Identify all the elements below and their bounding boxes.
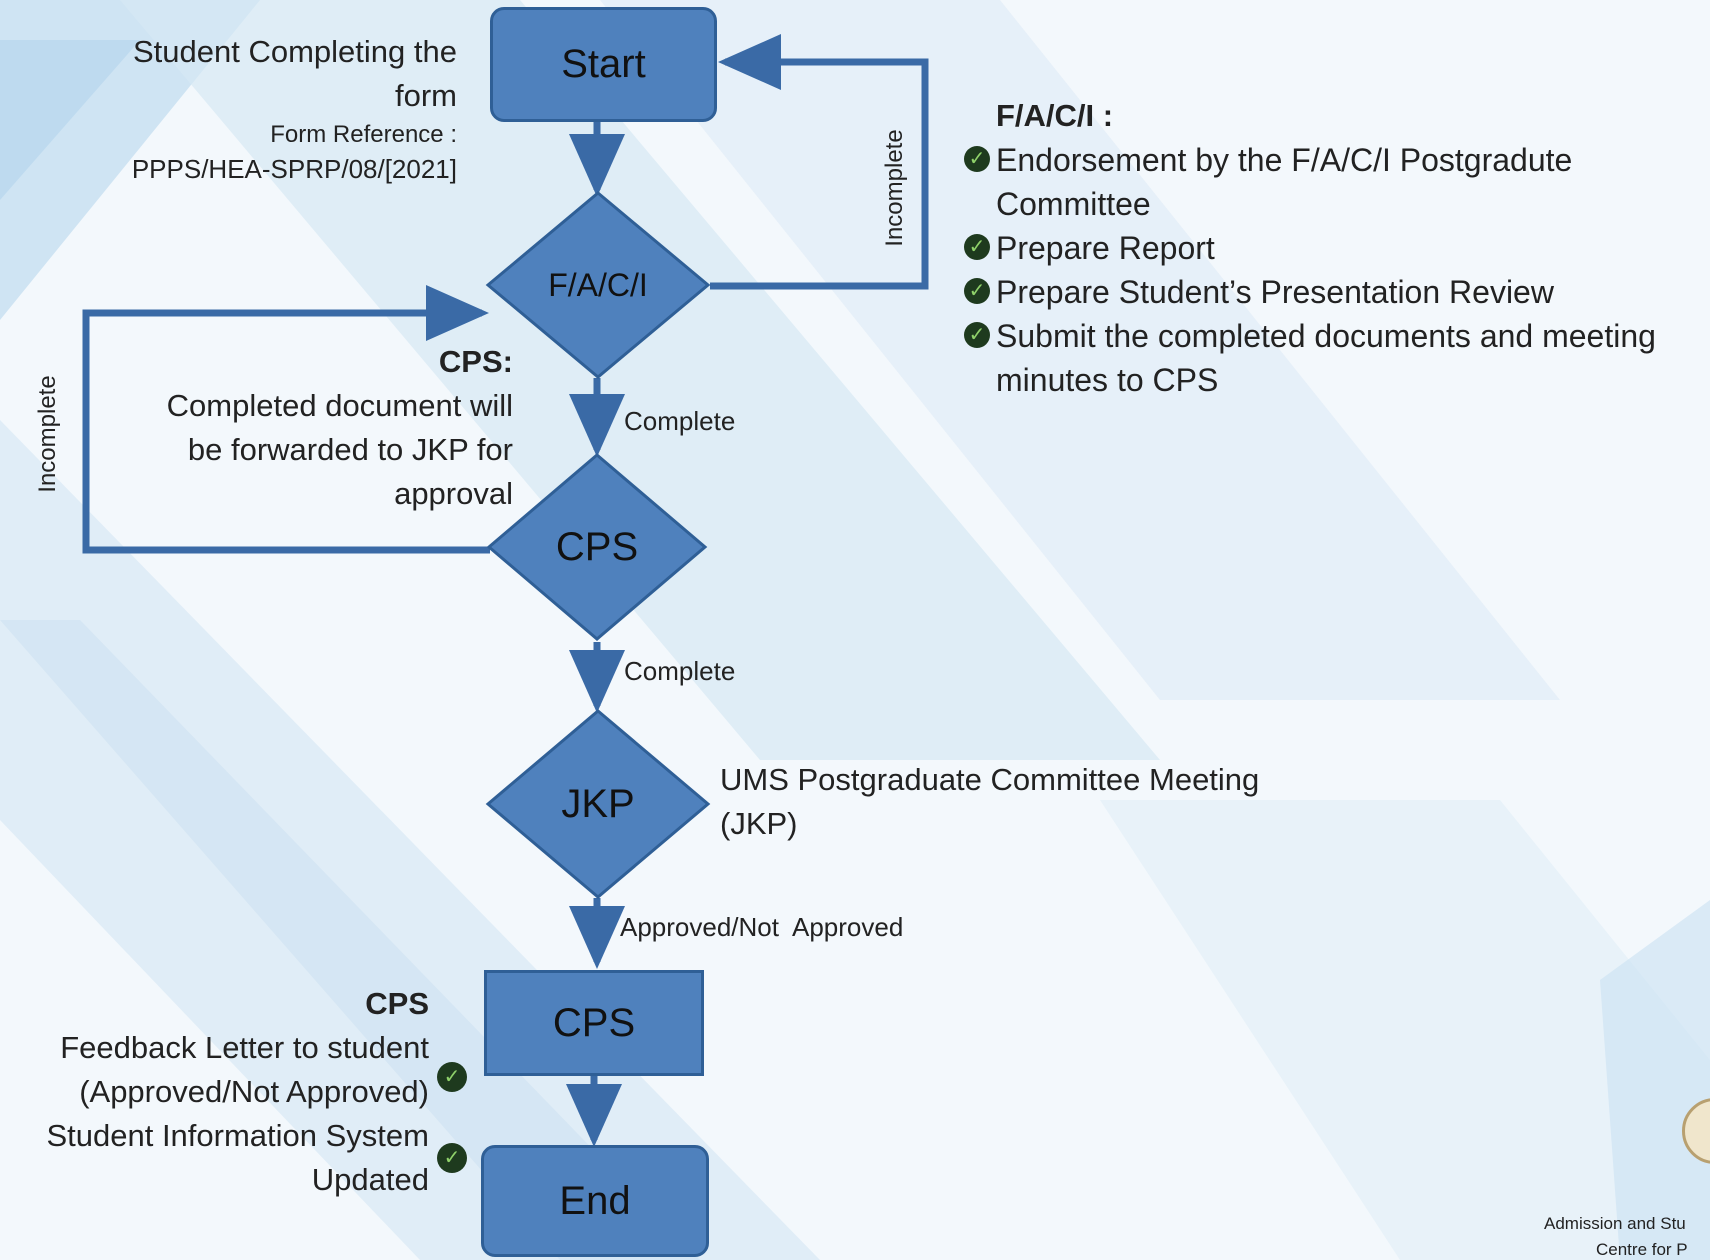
check-icon: ✓ bbox=[437, 1143, 467, 1173]
cps-note-line1: Completed document will bbox=[166, 388, 513, 423]
faci-label: F/A/C/I bbox=[548, 266, 648, 303]
jkp-label: JKP bbox=[561, 781, 635, 826]
jkp-note-line1: UMS Postgraduate Committee Meeting bbox=[720, 762, 1260, 797]
faci-panel: F/A/C/I : ✓ Endorsement by the F/A/C/I P… bbox=[964, 94, 1704, 402]
final-note-line2: (Approved/Not Approved) bbox=[79, 1074, 429, 1109]
jkp-decision-node bbox=[485, 709, 711, 899]
faci-task-text-cont: minutes to CPS bbox=[996, 362, 1219, 398]
footer-line1: Admission and Stu bbox=[1544, 1214, 1686, 1233]
faci-task-item: ✓ Prepare Student’s Presentation Review bbox=[964, 270, 1704, 314]
edge-label-approved: Approved/Not Approved bbox=[620, 912, 904, 942]
cps-note-title: CPS: bbox=[438, 344, 513, 379]
form-reference-value: PPPS/HEA-SPRP/08/[2021] bbox=[131, 154, 457, 184]
faci-task-text: Endorsement by the F/A/C/I Postgradute bbox=[996, 142, 1573, 178]
start-note: Student Completing the form Form Referen… bbox=[37, 30, 457, 186]
faci-task-item: ✓ Endorsement by the F/A/C/I Postgradute… bbox=[964, 138, 1704, 226]
final-note: CPS Feedback Letter to student (Approved… bbox=[0, 982, 429, 1202]
final-note-line1: Feedback Letter to student bbox=[60, 1030, 429, 1065]
final-note-title: CPS bbox=[365, 986, 429, 1021]
faci-task-text: Prepare Report bbox=[996, 230, 1215, 266]
final-note-line3: Student Information System bbox=[46, 1118, 429, 1153]
cps-note-line2: be forwarded to JKP for bbox=[187, 432, 513, 467]
cps-decision-label: CPS bbox=[555, 524, 639, 569]
faci-task-item: ✓ Prepare Report bbox=[964, 226, 1704, 270]
faci-task-item: ✓ Submit the completed documents and mee… bbox=[964, 314, 1704, 402]
cps-process-node: CPS bbox=[484, 970, 704, 1076]
start-note-line1: Student Completing the bbox=[133, 34, 457, 69]
faci-task-text: Submit the completed documents and meeti… bbox=[996, 318, 1656, 354]
edge-label-complete-2: Complete bbox=[624, 656, 736, 686]
start-note-line2: form bbox=[395, 78, 457, 113]
faci-task-text-cont: Committee bbox=[996, 186, 1151, 222]
faci-task-list: ✓ Endorsement by the F/A/C/I Postgradute… bbox=[964, 138, 1704, 402]
start-node: Start bbox=[490, 7, 717, 122]
end-node: End bbox=[481, 1145, 709, 1257]
loop-incomplete-left bbox=[82, 285, 490, 554]
faci-panel-title: F/A/C/I : bbox=[996, 98, 1114, 133]
check-icon: ✓ bbox=[964, 146, 990, 172]
faci-task-text: Prepare Student’s Presentation Review bbox=[996, 274, 1554, 310]
check-icon: ✓ bbox=[964, 322, 990, 348]
check-icon: ✓ bbox=[964, 234, 990, 260]
cps-decision-node bbox=[486, 453, 708, 641]
cps-note: CPS: Completed document will be forwarde… bbox=[53, 340, 513, 516]
jkp-note-line2: (JKP) bbox=[720, 806, 798, 841]
faci-decision-node bbox=[485, 191, 711, 379]
form-reference-label: Form Reference : bbox=[270, 121, 457, 148]
loop-incomplete-right bbox=[710, 34, 929, 290]
footer-line2: Centre for P bbox=[1596, 1240, 1688, 1259]
final-note-line4: Updated bbox=[311, 1162, 429, 1197]
jkp-note: UMS Postgraduate Committee Meeting (JKP) bbox=[720, 758, 1340, 846]
edge-label-incomplete-right: Incomplete bbox=[881, 129, 908, 247]
edge-label-complete-1: Complete bbox=[624, 406, 736, 436]
check-icon: ✓ bbox=[964, 278, 990, 304]
cps-note-line3: approval bbox=[394, 476, 513, 511]
check-icon: ✓ bbox=[437, 1062, 467, 1092]
